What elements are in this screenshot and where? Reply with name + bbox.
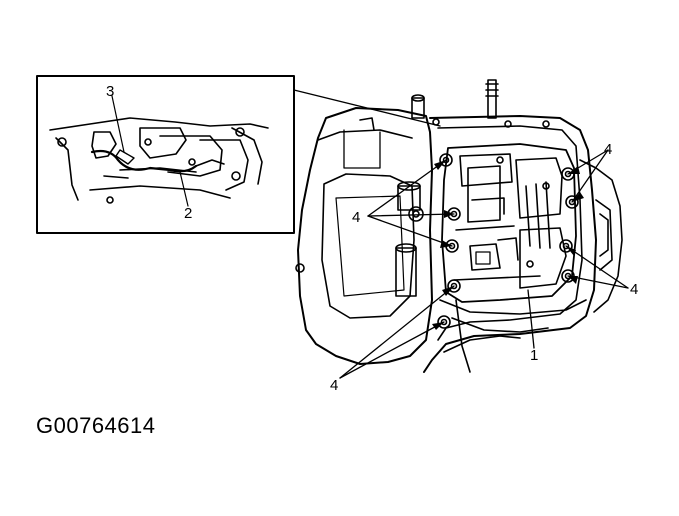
callout-leaders xyxy=(339,149,629,379)
figure-id: G00764614 xyxy=(36,413,156,438)
callout-4-label-right: 4 xyxy=(630,281,638,298)
callout-4-label-left: 4 xyxy=(352,209,360,226)
callout-4-label-bottom: 4 xyxy=(330,377,338,394)
inset-detail xyxy=(36,75,441,234)
callout-4-label-upper-right: 4 xyxy=(604,141,612,158)
callout-1-label: 1 xyxy=(530,347,538,364)
callout-3-label: 3 xyxy=(106,83,114,100)
valve-body xyxy=(441,143,577,303)
transaxle-housing xyxy=(295,79,623,373)
callout-2-label: 2 xyxy=(184,205,192,222)
arrowheads xyxy=(432,160,584,330)
